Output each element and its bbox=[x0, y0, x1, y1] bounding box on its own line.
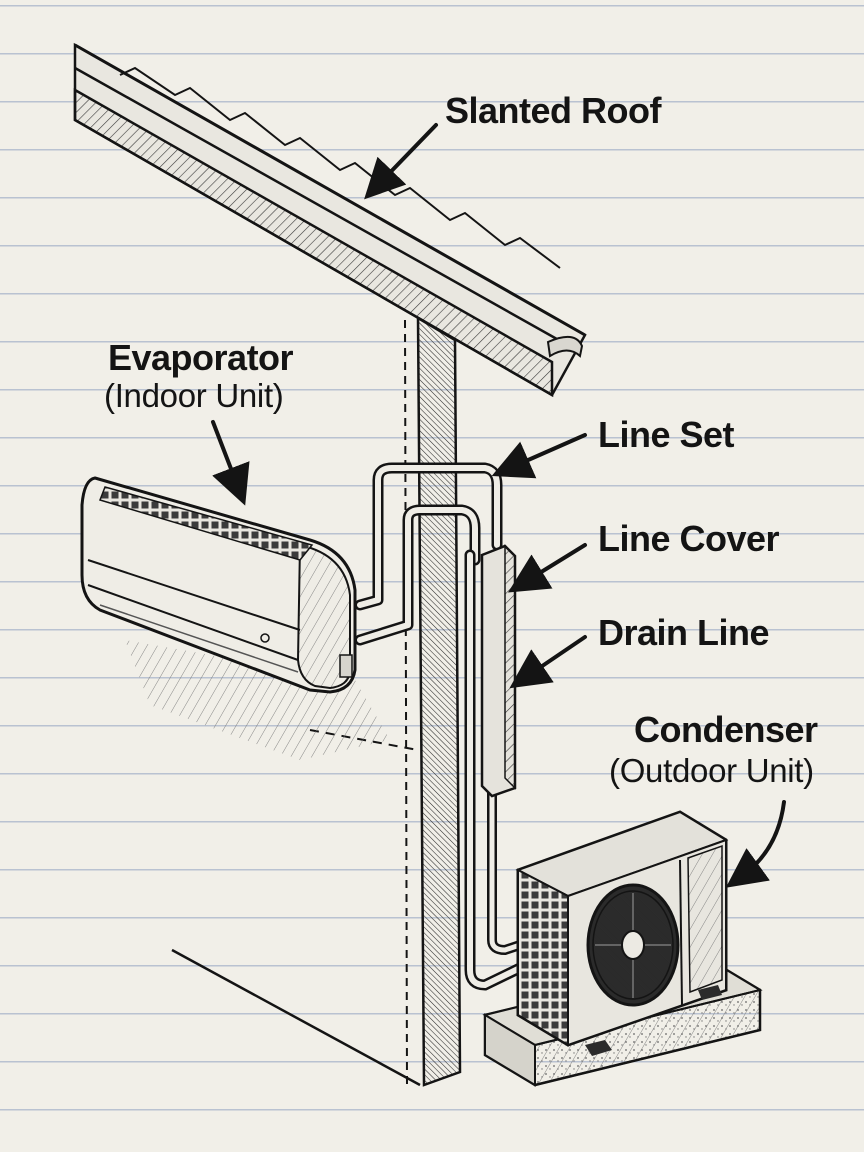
wall-shadow bbox=[125, 640, 390, 760]
label-line-cover: Line Cover bbox=[598, 518, 780, 559]
roof bbox=[73, 42, 587, 398]
arrow-drain-line bbox=[509, 635, 587, 689]
arrow-evaporator bbox=[211, 420, 250, 506]
label-evaporator: Evaporator bbox=[108, 337, 294, 378]
arrow-line-set bbox=[491, 433, 587, 479]
label-line-set: Line Set bbox=[598, 414, 735, 455]
label-slanted-roof: Slanted Roof bbox=[445, 90, 662, 131]
arrow-condenser bbox=[725, 800, 786, 888]
label-indoor-unit: (Indoor Unit) bbox=[104, 377, 284, 414]
indoor-unit bbox=[80, 476, 357, 694]
outdoor-unit bbox=[482, 810, 763, 1087]
line-set-pipes bbox=[354, 462, 503, 646]
arrow-line-cover bbox=[507, 543, 587, 593]
arrow-roof bbox=[364, 123, 438, 200]
drain-line bbox=[464, 549, 526, 991]
label-drain-line: Drain Line bbox=[598, 612, 770, 653]
line-cover bbox=[480, 544, 517, 798]
label-condenser: Condenser bbox=[634, 709, 818, 750]
label-outdoor-unit: (Outdoor Unit) bbox=[609, 752, 814, 789]
callout-arrows bbox=[211, 123, 786, 888]
